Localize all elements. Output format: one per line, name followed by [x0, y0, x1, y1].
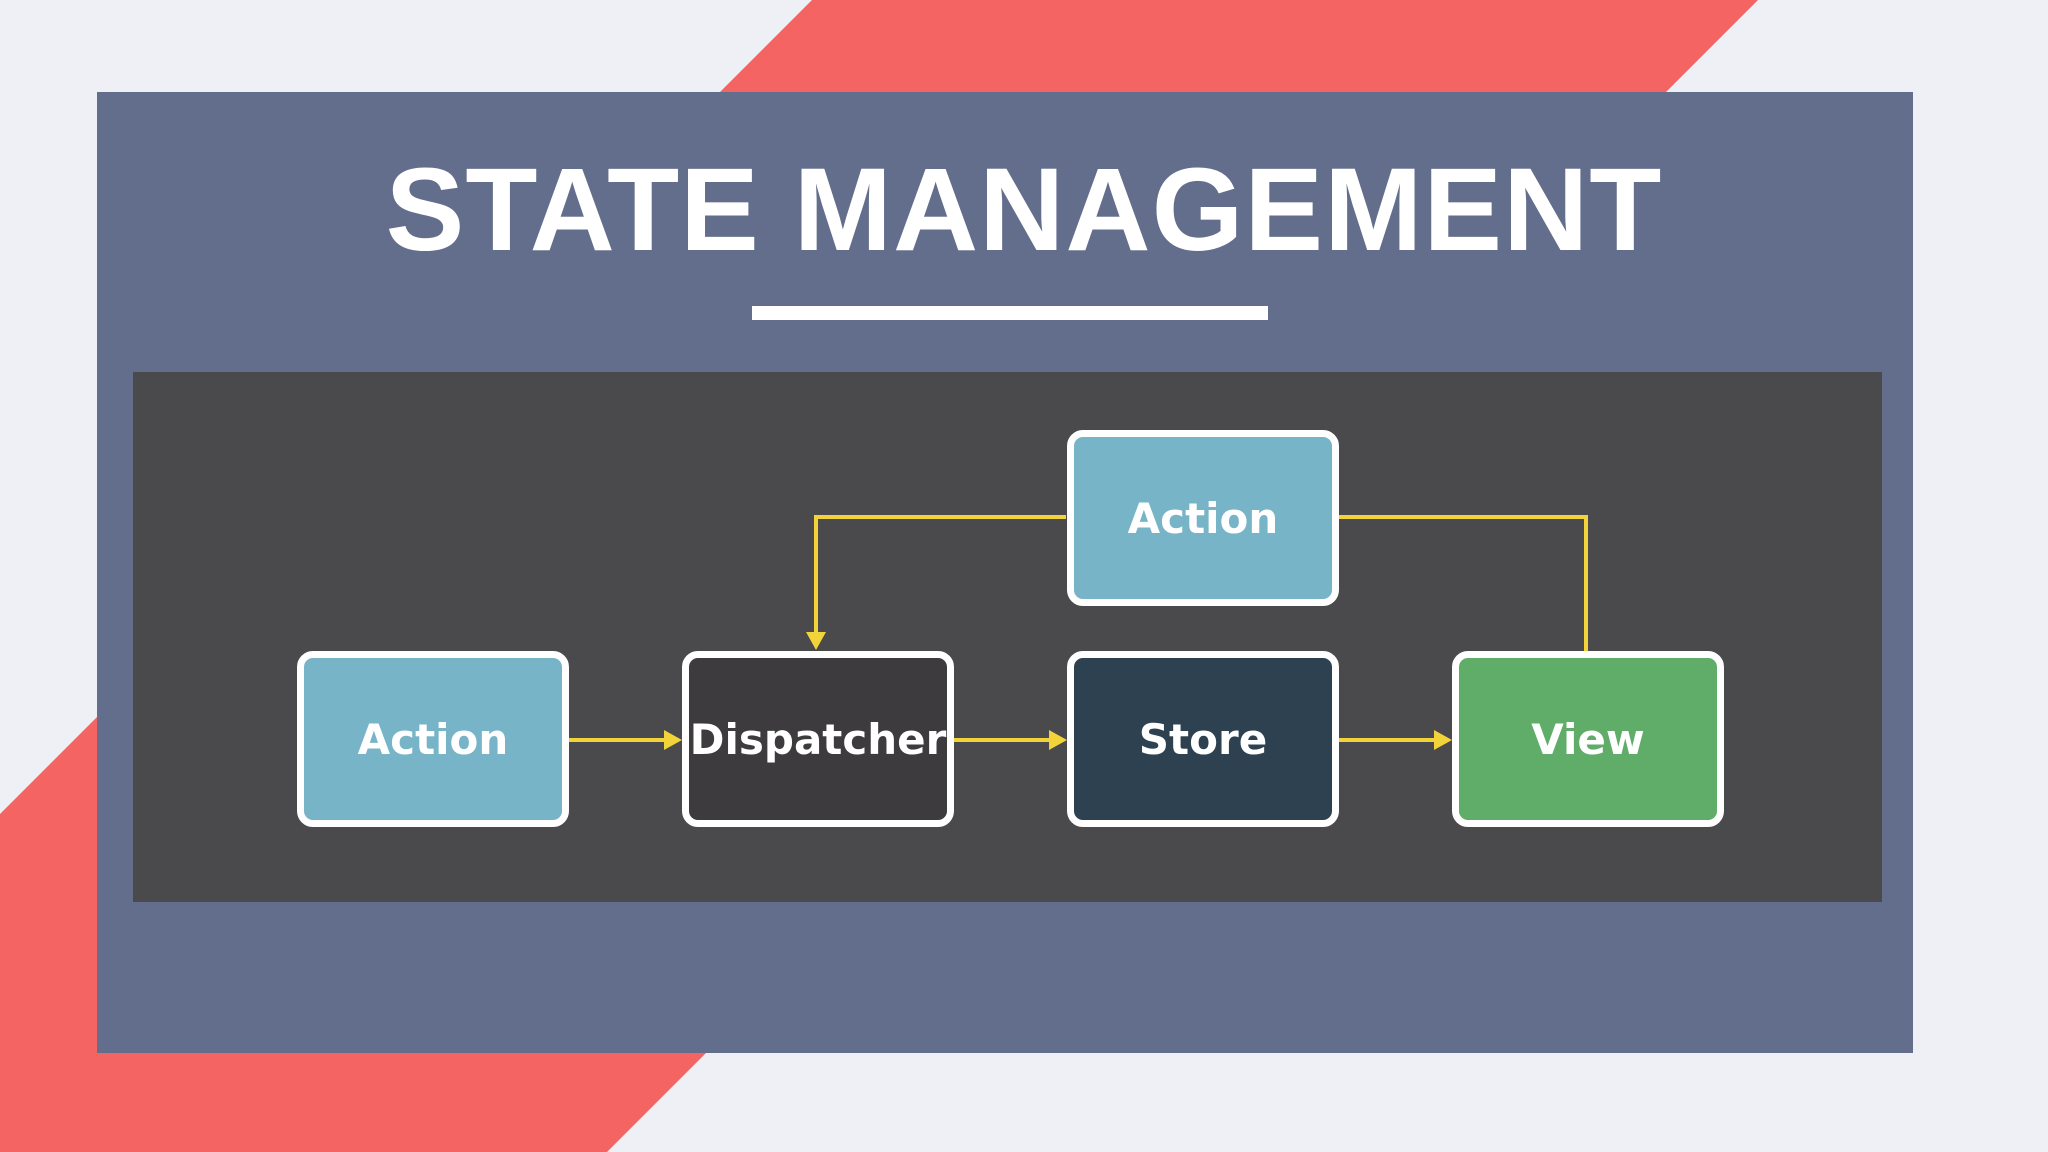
node-label: Action	[357, 714, 509, 764]
node-label: Store	[1138, 714, 1268, 764]
node-dispatcher: Dispatcher	[682, 651, 954, 827]
accent-stripe-top	[720, 0, 1758, 92]
node-store: Store	[1067, 651, 1339, 827]
node-label: Action	[1127, 493, 1279, 543]
node-action-top: Action	[1067, 430, 1339, 606]
node-action-left: Action	[297, 651, 569, 827]
title-underline	[752, 306, 1268, 320]
slide-title: STATE MANAGEMENT	[385, 144, 1663, 276]
accent-stripe-bottom	[0, 717, 706, 1152]
node-label: Dispatcher	[689, 714, 947, 764]
node-view: View	[1452, 651, 1724, 827]
node-label: View	[1531, 714, 1645, 764]
